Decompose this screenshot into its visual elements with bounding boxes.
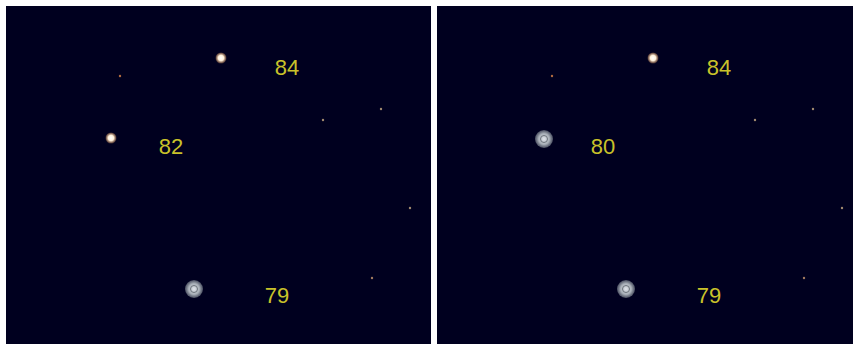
left-stars — [106, 53, 412, 299]
right-stars — [535, 53, 843, 299]
magnitude-label: 84 — [707, 57, 731, 79]
left-panel — [6, 6, 431, 344]
magnitude-label: 80 — [591, 136, 615, 158]
magnitude-label: 79 — [697, 285, 721, 307]
magnitude-label: 79 — [265, 285, 289, 307]
right-panel — [437, 6, 853, 344]
magnitude-label: 82 — [159, 136, 183, 158]
magnitude-label: 84 — [275, 57, 299, 79]
